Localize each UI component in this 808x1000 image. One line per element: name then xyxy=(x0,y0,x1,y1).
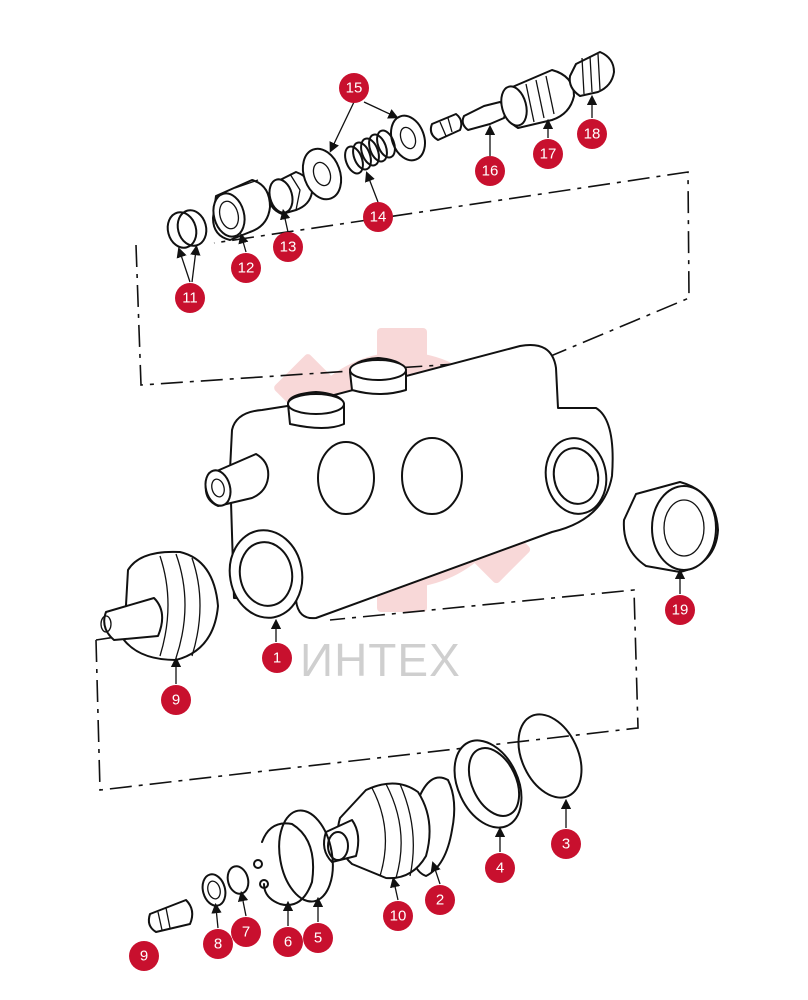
callout-16: 16 xyxy=(475,156,505,186)
part-1-valve-body xyxy=(204,344,614,620)
svg-text:1: 1 xyxy=(273,650,281,667)
part-4-backup-ring xyxy=(453,739,523,829)
svg-text:12: 12 xyxy=(238,260,255,277)
svg-text:14: 14 xyxy=(370,209,387,226)
upper-assembly-bracket xyxy=(135,171,690,386)
part-9-screw-lower xyxy=(147,899,194,933)
callout-11: 11 xyxy=(175,283,205,313)
callout-9-upper: 9 xyxy=(161,685,191,715)
watermark-text: ИНТЕХ xyxy=(300,634,461,686)
svg-text:19: 19 xyxy=(672,602,689,619)
leader-lines xyxy=(170,94,686,929)
svg-text:3: 3 xyxy=(562,836,570,853)
part-8-washer-small xyxy=(201,873,227,907)
callout-7: 7 xyxy=(231,917,261,947)
part-14-spring xyxy=(344,129,396,175)
callout-1: 1 xyxy=(262,643,292,673)
svg-text:4: 4 xyxy=(496,860,504,877)
svg-text:7: 7 xyxy=(242,924,250,941)
callout-17: 17 xyxy=(533,139,563,169)
callout-5: 5 xyxy=(303,923,333,953)
callout-19: 19 xyxy=(665,595,695,625)
part-11-snap-rings xyxy=(166,209,208,249)
callout-12: 12 xyxy=(231,253,261,283)
svg-text:11: 11 xyxy=(182,290,198,307)
callout-6: 6 xyxy=(273,927,303,957)
svg-text:17: 17 xyxy=(540,146,557,163)
callout-13: 13 xyxy=(273,232,303,262)
part-9-piston-upper xyxy=(100,550,219,661)
callout-4: 4 xyxy=(485,853,515,883)
callout-15: 15 xyxy=(339,73,369,103)
svg-text:9: 9 xyxy=(140,948,148,965)
part-18-cap xyxy=(568,51,615,97)
svg-text:13: 13 xyxy=(280,239,297,256)
svg-text:5: 5 xyxy=(314,930,322,947)
svg-text:10: 10 xyxy=(390,908,407,925)
part-16-pin xyxy=(429,101,507,141)
svg-text:8: 8 xyxy=(214,936,222,953)
callout-8: 8 xyxy=(203,929,233,959)
callout-3: 3 xyxy=(551,829,581,859)
part-19-plug xyxy=(622,481,719,573)
callout-2: 2 xyxy=(425,885,455,915)
part-15-washers xyxy=(301,114,426,201)
part-3-o-ring xyxy=(517,713,583,799)
part-6-retainer-clip xyxy=(253,822,315,906)
svg-text:15: 15 xyxy=(346,80,363,97)
part-12-sleeve xyxy=(212,179,271,241)
svg-text:2: 2 xyxy=(436,892,444,909)
callout-18: 18 xyxy=(577,119,607,149)
part-10-piston-sleeve xyxy=(323,782,431,880)
part-7-o-ring-small xyxy=(226,865,250,895)
svg-text:6: 6 xyxy=(284,934,292,951)
callout-10: 10 xyxy=(383,901,413,931)
part-17-threaded-plug xyxy=(500,69,575,129)
svg-text:9: 9 xyxy=(172,692,180,709)
svg-text:18: 18 xyxy=(584,126,601,143)
callout-9-lower: 9 xyxy=(129,941,159,971)
callout-14: 14 xyxy=(363,202,393,232)
svg-text:16: 16 xyxy=(482,163,499,180)
